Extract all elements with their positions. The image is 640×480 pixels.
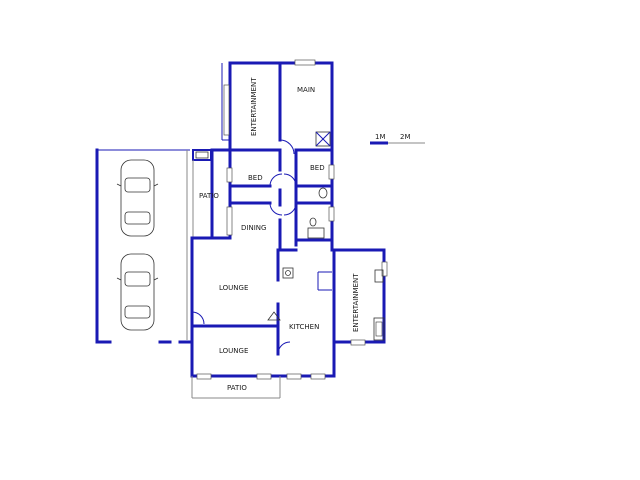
windows (196, 59, 388, 380)
room-label-patio-bottom: PATIO (227, 384, 247, 392)
fixtures (267, 131, 385, 341)
car-bottom (116, 253, 159, 331)
room-label-lounge-lower: LOUNGE (219, 347, 248, 355)
middle-left-walls (210, 148, 282, 252)
scale-bar: 1M 2M (370, 133, 425, 145)
room-label-patio-left: PATIO (199, 192, 219, 200)
doors (191, 139, 297, 355)
upper-block-walls (210, 61, 334, 152)
room-label-lounge-upper: LOUNGE (219, 284, 248, 292)
room-label-dining: DINING (241, 224, 266, 232)
room-label-entertainment-right: ENTERTAINMENT (352, 273, 360, 332)
room-label-bed-right: BED (310, 164, 325, 172)
room-label-entertainment-top: ENTERTAINMENT (250, 77, 258, 136)
room-label-main: MAIN (297, 86, 315, 94)
middle-right-walls (294, 148, 334, 252)
scale-label-2m: 2M (400, 133, 411, 141)
room-label-kitchen: KITCHEN (289, 323, 319, 331)
carport (95, 148, 194, 344)
room-label-bed-left: BED (248, 174, 263, 182)
patio-bottom-area (191, 376, 281, 399)
scale-label-1m: 1M (375, 133, 386, 141)
car-top (116, 159, 159, 237)
